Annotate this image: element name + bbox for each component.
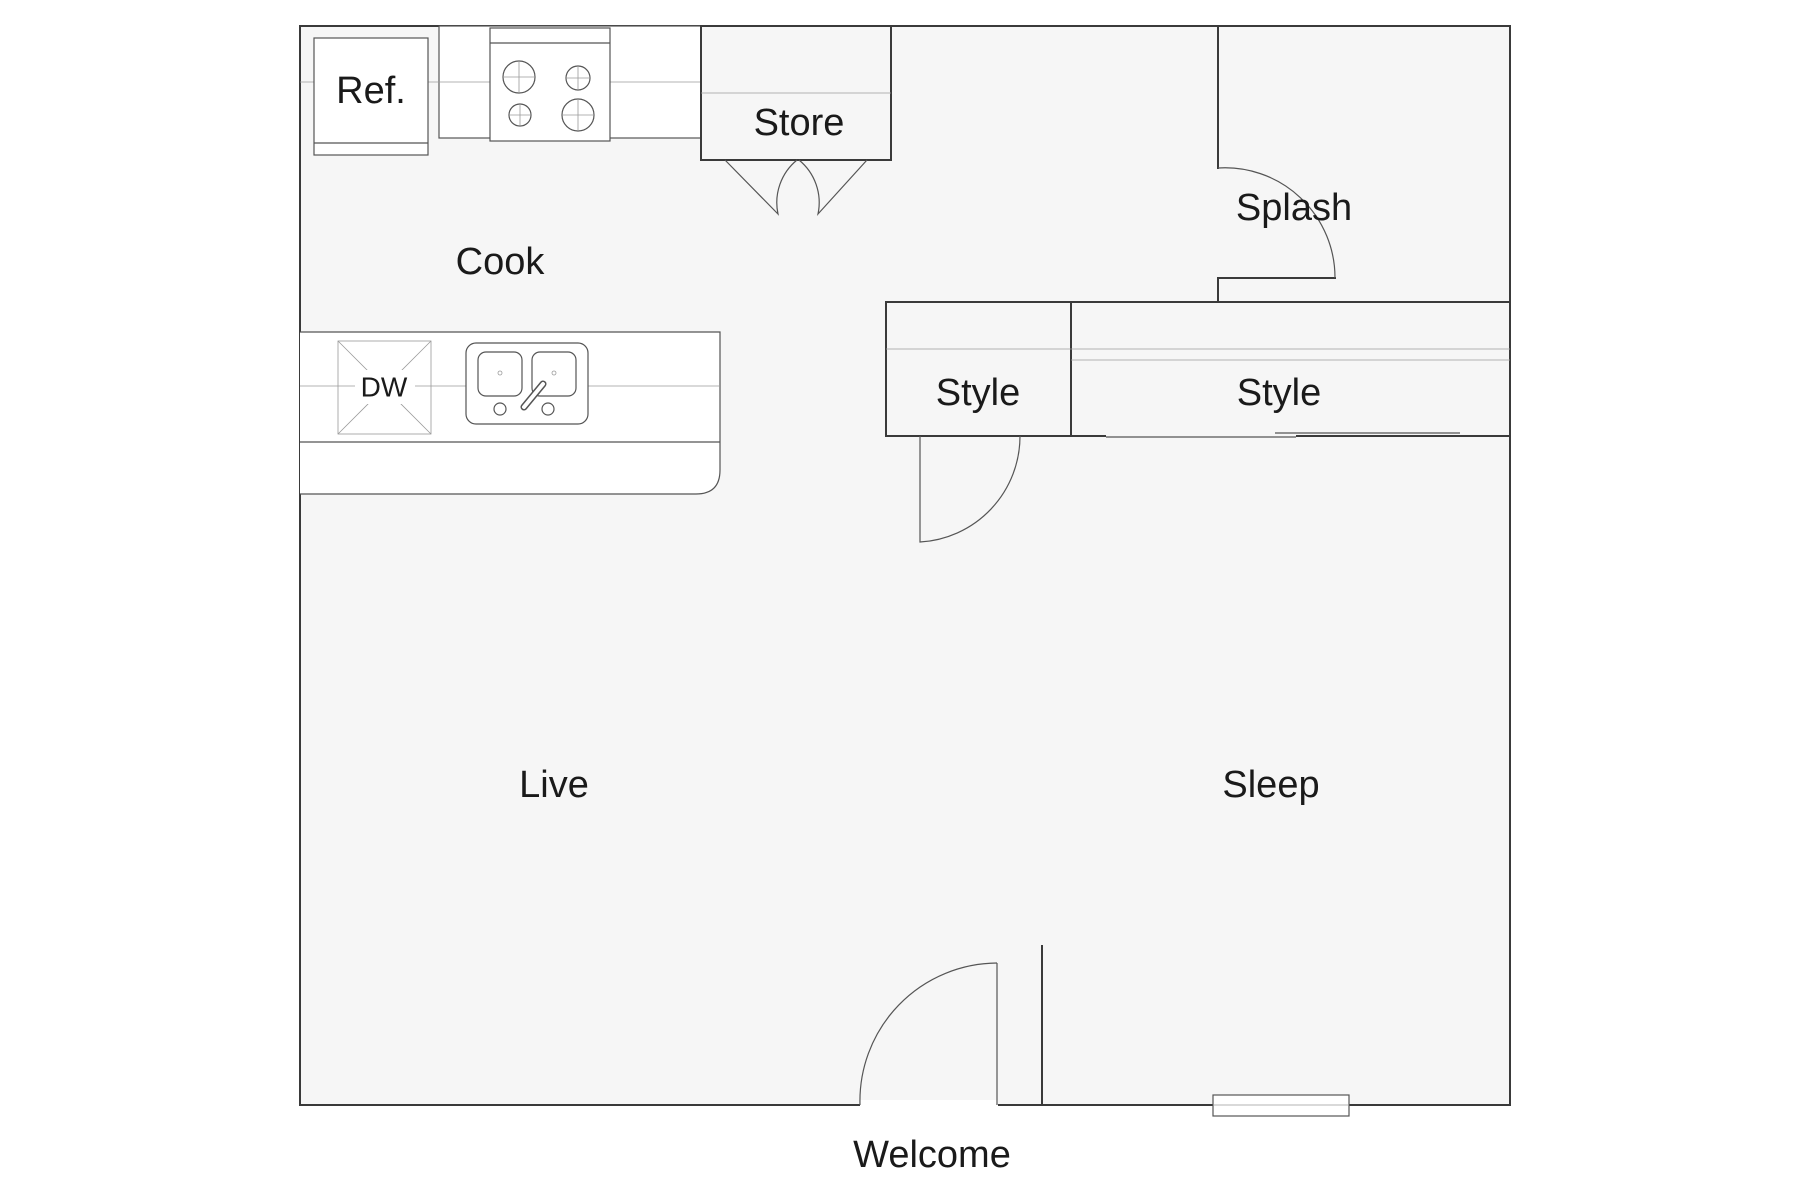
dishwasher-icon: DW (337, 340, 432, 435)
bottom-window (1212, 1094, 1350, 1117)
live-label: Live (519, 764, 589, 806)
refrigerator: Ref. (313, 37, 429, 156)
dw-label: DW (361, 371, 408, 402)
sink-icon (465, 342, 589, 425)
ref-label: Ref. (336, 70, 406, 112)
welcome-label: Welcome (853, 1134, 1011, 1176)
entry-door (859, 962, 998, 1110)
sleep-label: Sleep (1222, 764, 1319, 806)
style-left-label: Style (936, 372, 1020, 414)
bathroom: Splash (1217, 25, 1352, 303)
kitchen-island: DW (300, 331, 721, 495)
closets: Style Style (885, 301, 1511, 543)
cook-label: Cook (456, 241, 546, 283)
storage-closet: Store (700, 25, 892, 217)
splash-label: Splash (1236, 187, 1352, 229)
style-right-label: Style (1237, 372, 1321, 414)
store-label: Store (754, 102, 845, 144)
stove-icon (489, 27, 611, 142)
